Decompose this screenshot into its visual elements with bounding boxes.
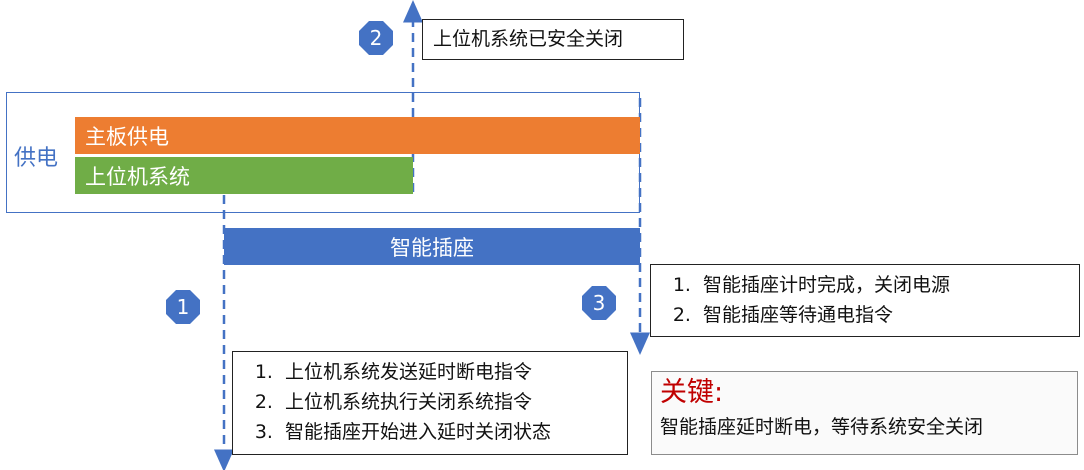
octagon-icon — [166, 290, 200, 324]
host-actions-note: 上位机系统发送延时断电指令 上位机系统执行关闭系统指令 智能插座开始进入延时关闭… — [232, 351, 628, 455]
key-title: 关键: — [660, 377, 724, 408]
octagon-icon — [359, 21, 393, 55]
key-text: 智能插座延时断电，等待系统安全关闭 — [660, 416, 984, 438]
list-item: 上位机系统执行关闭系统指令 — [279, 387, 617, 417]
socket-done-note: 智能插座计时完成，关闭电源 智能插座等待通电指令 — [650, 264, 1080, 337]
list-item: 上位机系统发送延时断电指令 — [279, 357, 617, 387]
list-item: 智能插座开始进入延时关闭状态 — [279, 417, 617, 447]
host-system-label: 上位机系统 — [85, 164, 190, 189]
list-item: 智能插座等待通电指令 — [697, 300, 1069, 330]
step-3-badge: 3 — [581, 285, 617, 321]
supply-label: 供电 — [14, 146, 59, 171]
step-2-badge: 2 — [358, 20, 394, 56]
smart-socket-label: 智能插座 — [390, 235, 474, 260]
key-callout: 关键: 智能插座延时断电，等待系统安全关闭 — [651, 371, 1078, 455]
smart-socket-bar: 智能插座 — [224, 228, 640, 265]
mainboard-power-label: 主板供电 — [85, 124, 169, 149]
host-closed-note: 上位机系统已安全关闭 — [422, 19, 684, 60]
list-item: 智能插座计时完成，关闭电源 — [697, 270, 1069, 300]
host-system-bar: 上位机系统 — [75, 157, 413, 194]
step-1-badge: 1 — [165, 289, 201, 325]
octagon-icon — [582, 286, 616, 320]
mainboard-power-bar: 主板供电 — [75, 117, 640, 154]
